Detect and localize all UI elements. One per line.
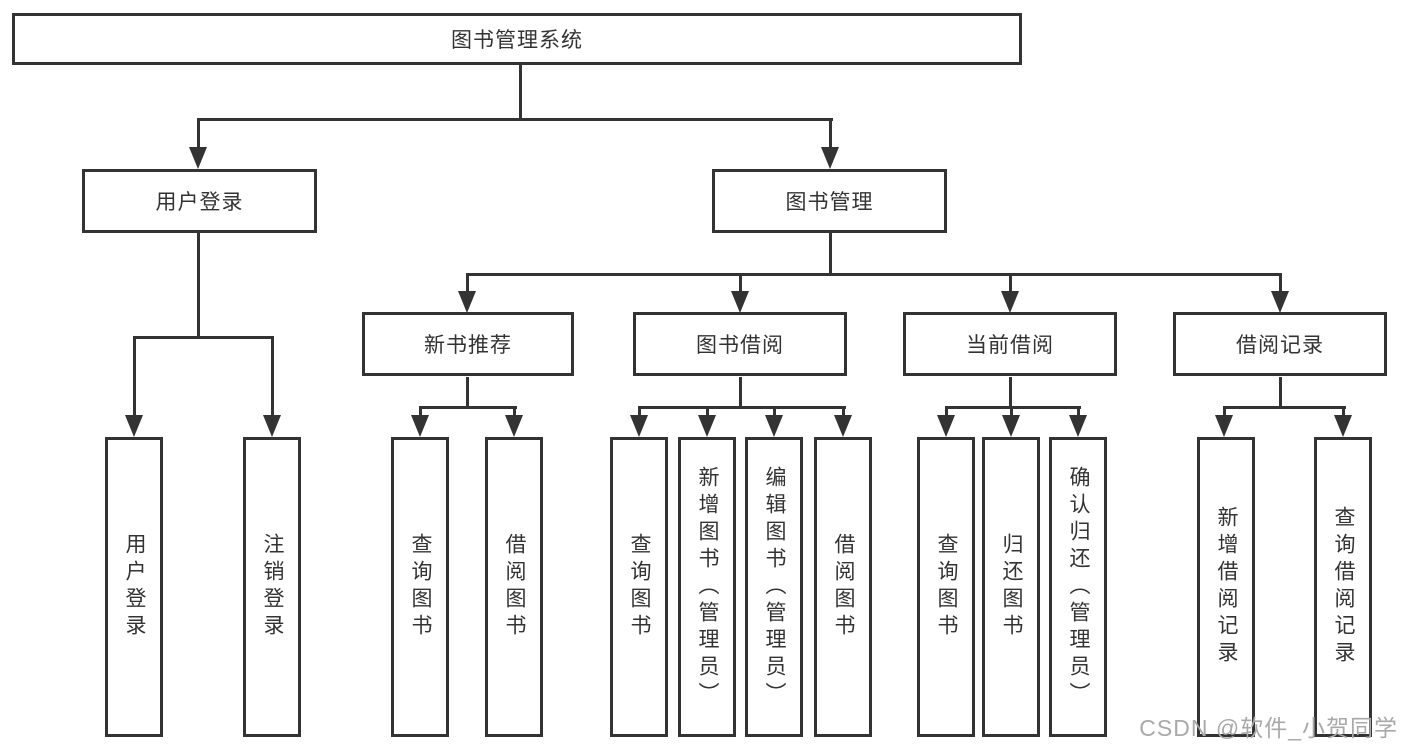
leaf-edit-books-admin: 编辑图书（管理员） — [745, 437, 803, 737]
arrow-shaft — [1342, 406, 1345, 416]
leaf-query-books-current: 查询图书 — [917, 437, 975, 737]
connector-level2-branch — [197, 118, 833, 121]
leaf-label: 编辑图书（管理员） — [763, 465, 786, 709]
connector-records-stem — [1279, 377, 1282, 406]
node-label: 用户登录 — [155, 191, 244, 214]
leaf-query-books-borrow: 查询图书 — [610, 437, 668, 737]
arrowhead-icon — [1334, 415, 1352, 437]
arrow-shaft — [638, 406, 641, 416]
connector-recommend-branch — [419, 406, 517, 409]
leaf-label: 查询图书 — [409, 533, 432, 641]
connector-user-login-branch — [133, 336, 274, 339]
connector-book-management-stem — [829, 233, 832, 273]
arrowhead-icon — [937, 415, 955, 437]
node-borrow-records: 借阅记录 — [1173, 312, 1387, 376]
connector-root-stem — [519, 65, 522, 118]
arrowhead-icon — [731, 291, 749, 313]
leaf-user-login: 用户登录 — [105, 437, 163, 737]
leaf-query-books-recommend: 查询图书 — [391, 437, 449, 737]
node-label: 新书推荐 — [424, 334, 512, 357]
arrowhead-icon — [263, 415, 281, 437]
leaf-label: 查询借阅记录 — [1332, 506, 1355, 668]
node-label: 当前借阅 — [966, 334, 1054, 357]
arrowhead-icon — [1215, 415, 1233, 437]
arrowhead-icon — [1001, 291, 1019, 313]
connector-records-branch — [1223, 406, 1346, 409]
arrowhead-icon — [834, 415, 852, 437]
leaf-add-borrow-record: 新增借阅记录 — [1197, 437, 1255, 737]
arrow-shaft — [706, 406, 709, 416]
leaf-label: 注销登录 — [261, 533, 284, 641]
arrowhead-icon — [698, 415, 716, 437]
connector-current-stem — [1009, 377, 1012, 406]
arrowhead-icon — [125, 415, 143, 437]
node-user-login: 用户登录 — [82, 169, 317, 233]
node-new-book-recommend: 新书推荐 — [362, 312, 574, 376]
leaf-query-borrow-record: 查询借阅记录 — [1314, 437, 1372, 737]
arrow-shaft — [1010, 406, 1013, 416]
leaf-label: 新增图书（管理员） — [696, 465, 719, 709]
arrow-shaft — [271, 336, 274, 416]
node-label: 图书管理系统 — [451, 29, 583, 52]
arrowhead-icon — [1002, 415, 1020, 437]
arrow-shaft — [513, 406, 516, 416]
arrow-shaft — [773, 406, 776, 416]
arrow-shaft — [419, 406, 422, 416]
arrowhead-icon — [189, 147, 207, 169]
leaf-label: 用户登录 — [123, 533, 146, 641]
leaf-label: 查询图书 — [628, 533, 651, 641]
leaf-return-books: 归还图书 — [982, 437, 1040, 737]
node-library-management-system: 图书管理系统 — [12, 13, 1022, 65]
arrowhead-icon — [1069, 415, 1087, 437]
arrow-shaft — [945, 406, 948, 416]
arrow-shaft — [739, 273, 742, 292]
leaf-label: 确认归还（管理员） — [1067, 465, 1090, 709]
connector-level3-branch — [466, 273, 1282, 276]
node-label: 图书借阅 — [696, 334, 784, 357]
leaf-borrow-books: 借阅图书 — [814, 437, 872, 737]
arrowhead-icon — [411, 415, 429, 437]
connector-user-login-stem — [197, 233, 200, 336]
leaf-label: 归还图书 — [1000, 533, 1023, 641]
leaf-borrow-books-recommend: 借阅图书 — [485, 437, 543, 737]
leaf-label: 借阅图书 — [503, 533, 526, 641]
connector-recommend-stem — [466, 377, 469, 406]
connector-borrow-branch — [638, 406, 846, 409]
arrow-shaft — [1223, 406, 1226, 416]
arrow-shaft — [466, 273, 469, 292]
csdn-watermark: CSDN @软件_小贺同学 — [1139, 715, 1398, 741]
node-label: 图书管理 — [785, 191, 874, 214]
arrow-shaft — [133, 336, 136, 416]
arrow-shaft — [1077, 406, 1080, 416]
leaf-label: 借阅图书 — [832, 533, 855, 641]
arrowhead-icon — [765, 415, 783, 437]
arrowhead-icon — [821, 147, 839, 169]
connector-current-branch — [945, 406, 1081, 409]
leaf-label: 查询图书 — [935, 533, 958, 641]
arrowhead-icon — [1271, 291, 1289, 313]
node-current-borrow: 当前借阅 — [903, 312, 1117, 376]
node-book-borrow: 图书借阅 — [633, 312, 847, 376]
node-label: 借阅记录 — [1236, 334, 1324, 357]
leaf-label: 新增借阅记录 — [1215, 506, 1238, 668]
leaf-add-books-admin: 新增图书（管理员） — [678, 437, 736, 737]
leaf-confirm-return-admin: 确认归还（管理员） — [1049, 437, 1107, 737]
arrow-shaft — [829, 118, 832, 149]
leaf-logout: 注销登录 — [243, 437, 301, 737]
arrow-shaft — [1009, 273, 1012, 292]
arrow-shaft — [1279, 273, 1282, 292]
arrowhead-icon — [630, 415, 648, 437]
arrow-shaft — [842, 406, 845, 416]
arrowhead-icon — [505, 415, 523, 437]
connector-borrow-stem — [739, 377, 742, 406]
arrow-shaft — [197, 118, 200, 149]
arrowhead-icon — [458, 291, 476, 313]
node-book-management: 图书管理 — [712, 169, 947, 233]
